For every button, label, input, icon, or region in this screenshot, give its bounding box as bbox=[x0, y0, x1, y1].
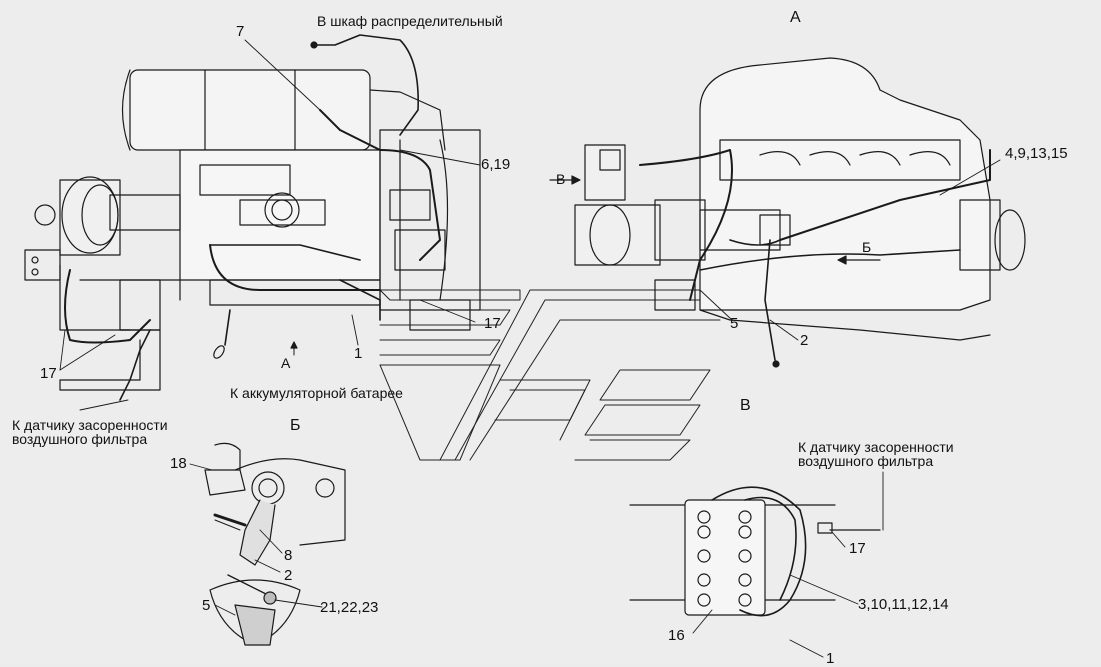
view-label-b: Б bbox=[290, 417, 301, 434]
view-label-a: А bbox=[790, 9, 801, 26]
note-sensor-right-line2: воздушного фильтра bbox=[798, 453, 934, 469]
callout-8: 8 bbox=[284, 547, 293, 564]
callout-6-19: 6,19 bbox=[481, 156, 511, 173]
callout-2-b: 2 bbox=[284, 567, 293, 584]
engine-right bbox=[549, 57, 1026, 368]
note-to-cabinet: В шкаф распределительный bbox=[317, 13, 503, 29]
callout-5-right: 5 bbox=[730, 315, 739, 332]
note-sensor-left-line2: воздушного фильтра bbox=[12, 431, 148, 447]
callout-17-center: 17 bbox=[484, 315, 501, 332]
note-sensor-right-line1: К датчику засоренности bbox=[798, 439, 954, 455]
callout-17-v: 17 bbox=[849, 540, 866, 557]
view-arrow-a-label: А bbox=[281, 355, 291, 371]
callout-5-b: 5 bbox=[202, 597, 211, 614]
view-label-v: В bbox=[740, 397, 751, 414]
callout-4-9-13-15: 4,9,13,15 bbox=[1005, 145, 1068, 162]
callout-3-10-11-12-14: 3,10,11,12,14 bbox=[858, 596, 949, 613]
engine-left bbox=[24, 34, 481, 401]
view-arrow-b-label: Б bbox=[862, 239, 872, 255]
note-to-battery: К аккумуляторной батарее bbox=[230, 385, 403, 401]
detail-v bbox=[629, 486, 881, 617]
perspective-guides bbox=[379, 289, 721, 461]
view-arrow-v-label: В bbox=[556, 171, 566, 187]
callout-17-left: 17 bbox=[40, 365, 57, 382]
note-sensor-left-line1: К датчику засоренности bbox=[12, 417, 168, 433]
callout-18: 18 bbox=[170, 455, 187, 472]
callout-7: 7 bbox=[236, 23, 245, 40]
callout-21-22-23: 21,22,23 bbox=[320, 599, 379, 616]
callout-1-v: 1 bbox=[826, 650, 835, 667]
detail-b bbox=[204, 442, 346, 646]
callout-1-center: 1 bbox=[354, 345, 363, 362]
leader-lines bbox=[59, 39, 1001, 658]
callout-16: 16 bbox=[668, 627, 685, 644]
callout-2-right: 2 bbox=[800, 332, 809, 349]
